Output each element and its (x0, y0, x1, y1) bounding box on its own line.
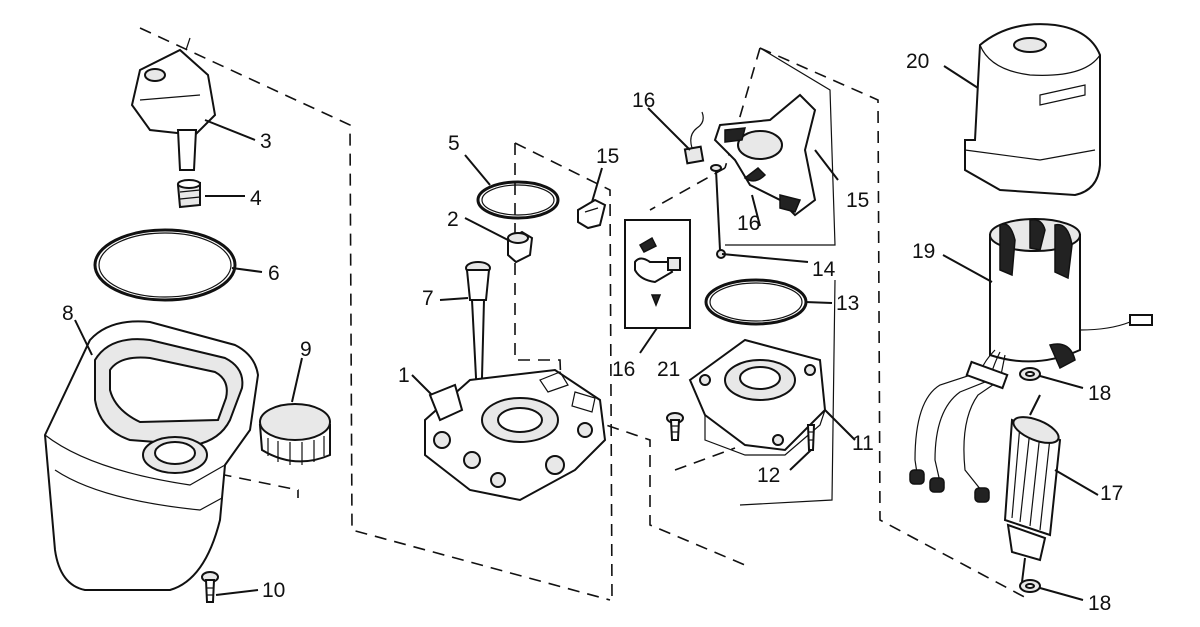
callout-2: 2 (447, 208, 459, 231)
callout-13: 13 (836, 292, 859, 315)
callout-18-lower: 18 (1088, 592, 1111, 615)
callout-5: 5 (448, 132, 460, 155)
callout-16-inset: 16 (612, 358, 635, 381)
o-ring-part-5 (476, 180, 560, 220)
filler-cap-part-9 (258, 403, 331, 465)
callout-12: 12 (757, 464, 780, 487)
callout-8: 8 (62, 302, 74, 325)
callout-leader-lines (74, 65, 1099, 601)
assembly-guide-lines (139, 27, 1031, 601)
callout-3: 3 (260, 130, 272, 153)
screw-part-10 (201, 571, 219, 603)
pump-body-part-1 (424, 368, 607, 502)
callout-17: 17 (1100, 482, 1123, 505)
callout-4: 4 (250, 187, 262, 210)
callout-15-upper: 15 (846, 189, 869, 212)
callout-1: 1 (398, 364, 410, 387)
callout-15-terminal: 15 (596, 145, 619, 168)
screw-part-12 (806, 424, 816, 451)
armature-part-17 (1003, 394, 1062, 583)
washers-part-18 (1019, 367, 1041, 593)
callout-10: 10 (262, 579, 285, 602)
callout-19: 19 (912, 240, 935, 263)
callout-20: 20 (906, 50, 929, 73)
brush-plate-part-15 (713, 47, 836, 246)
brush-parts-part-16 (683, 111, 705, 165)
callout-16-top: 16 (632, 89, 655, 112)
fitting-part-2 (507, 230, 534, 264)
callout-labels: 1 2 3 4 5 6 7 8 9 10 11 12 13 14 15 15 1… (62, 50, 1123, 615)
screw-part-21 (666, 412, 684, 441)
o-ring-part-6 (93, 228, 237, 302)
valve-block-part-3 (130, 37, 217, 171)
reservoir-part-8 (43, 320, 260, 591)
callout-7: 7 (422, 287, 434, 310)
callout-18-upper: 18 (1088, 382, 1111, 405)
callout-14: 14 (812, 258, 836, 281)
motor-end-cap-part-11 (688, 279, 836, 506)
filter-part-4 (176, 179, 201, 209)
stator-housing-part-19 (909, 218, 1153, 503)
callout-21: 21 (657, 358, 680, 381)
through-bolt-part-14 (710, 164, 726, 259)
callout-11: 11 (852, 432, 874, 455)
terminal-clip-part-15 (577, 198, 607, 230)
motor-cover-part-20 (964, 23, 1101, 197)
brush-kit-inset-part-16 (624, 219, 691, 329)
callout-6: 6 (268, 262, 280, 285)
callout-9: 9 (300, 338, 312, 361)
callout-16-middle: 16 (737, 212, 760, 235)
o-ring-part-13 (704, 278, 808, 326)
